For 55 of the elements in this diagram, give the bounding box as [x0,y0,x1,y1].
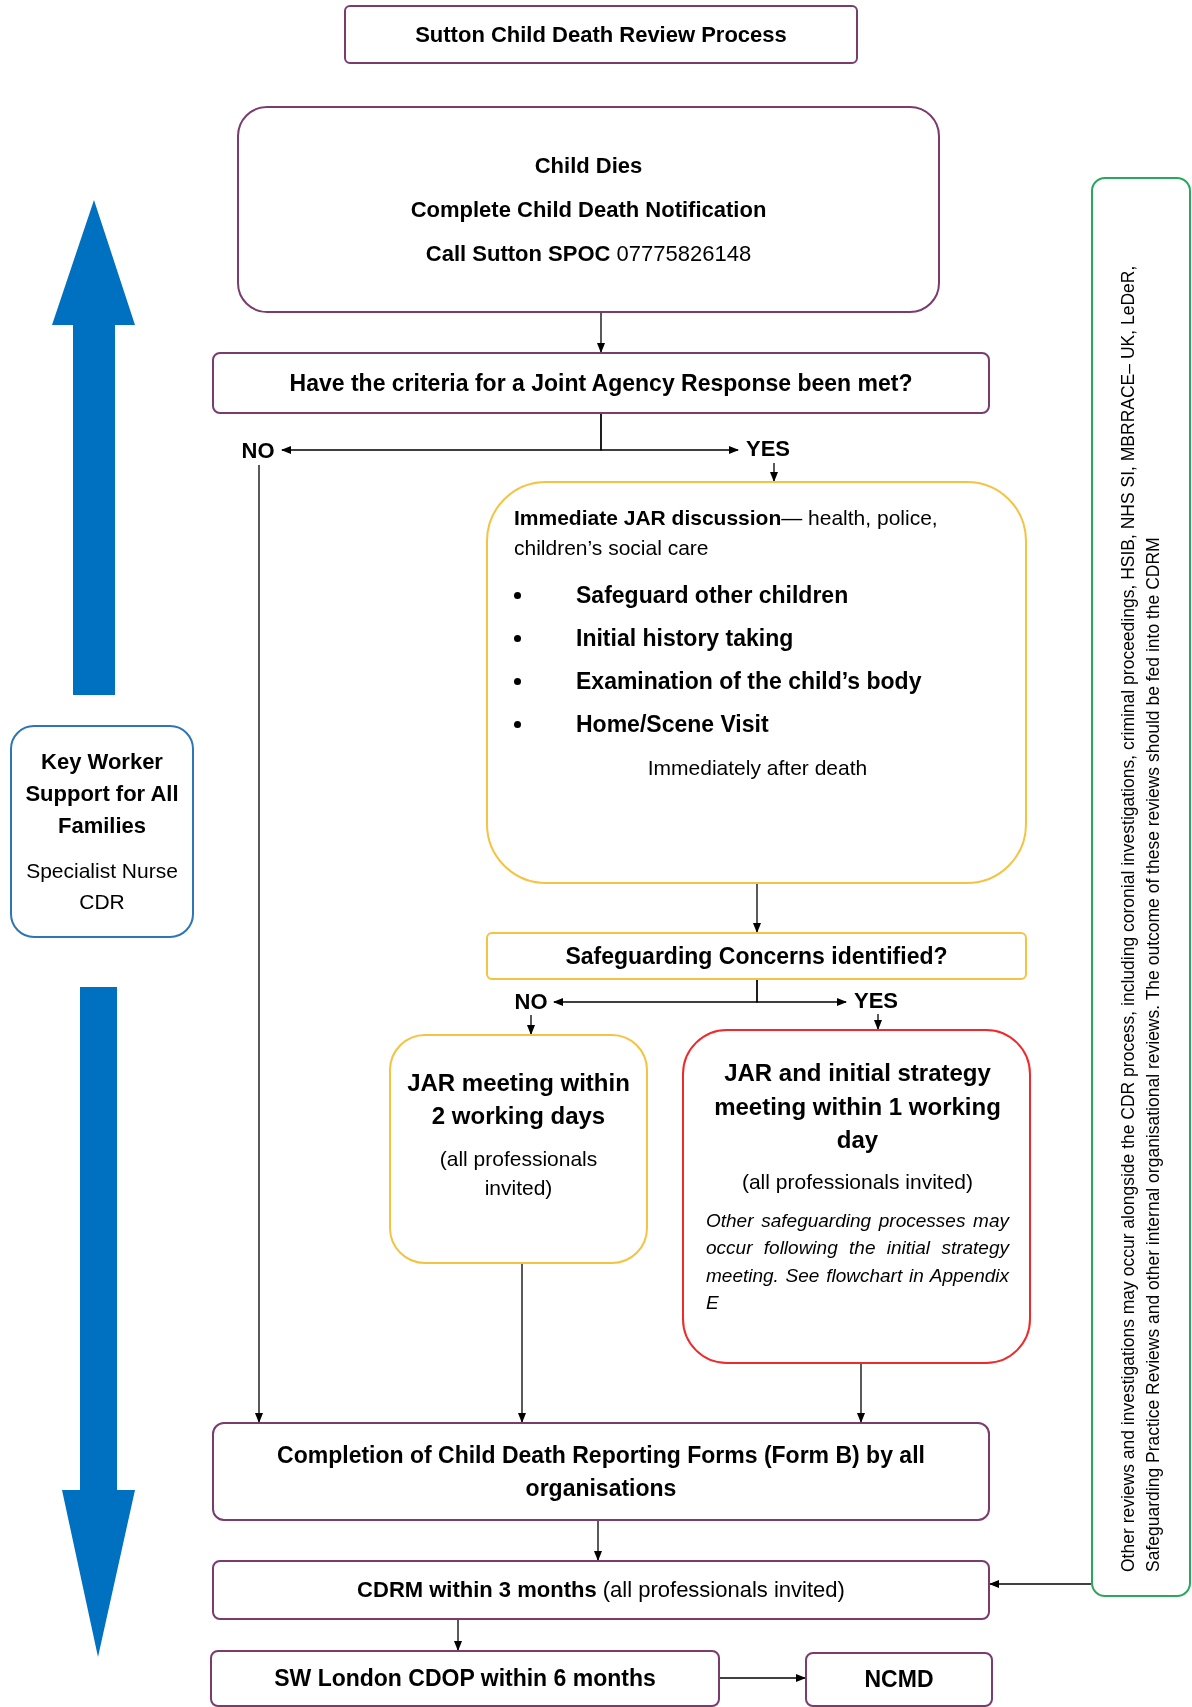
process-box [389,1034,648,1264]
arrow [254,464,264,1424]
decision-box [486,932,1027,980]
branch-label: YES [854,988,898,1014]
box-text: Call Sutton SPOC 07775826148 [425,240,752,267]
process-box [212,1422,990,1521]
note-box [1091,177,1191,1597]
process-box [805,1652,993,1707]
arrow [596,312,606,354]
process-box [237,106,940,313]
box-text: (all professionals invited) [438,1145,599,1202]
box-heading: NCMD [864,1665,934,1695]
box-heading: Have the criteria for a Joint Agency Response been met? [289,368,913,398]
branch-label: NO [514,989,548,1015]
arrow [453,1619,463,1652]
arrow [769,462,779,483]
box-text: Immediately after death [647,755,868,780]
arrow [756,979,848,1007]
box-heading: JAR and initial strategy meeting within 1 working day [713,1058,1002,1156]
process-box [682,1029,1031,1364]
arrow [526,1014,536,1036]
bullet-text: Home/Scene Visit [576,710,769,738]
box-text: Specialist Nurse CDR [25,858,179,915]
box-text: (all professionals invited) [741,1169,974,1194]
arrow [600,413,740,455]
box-text: Complete Child Death Notification [410,196,767,223]
arrow [856,1363,866,1424]
box-heading: Sutton Child Death Review Process [415,21,787,48]
arrow [593,1520,603,1562]
arrow [719,1673,807,1683]
arrow [517,1263,527,1424]
info-box [10,725,194,938]
arrow [988,1579,1092,1589]
branch-label: YES [746,436,790,462]
box-heading: SW London CDOP within 6 months [274,1664,656,1694]
arrow [752,883,762,934]
process-box [210,1650,720,1707]
box-heading: JAR meeting within 2 working days [406,1067,631,1132]
arrow [873,1013,883,1031]
box-heading: Key Worker Support for All Families [24,747,180,840]
box-heading: Immediate JAR discussion— health, police, children’s social care [514,505,939,562]
process-box [212,352,990,414]
box-text: Other safeguarding processes may occur following the initial strategy meeting. See flowchart in Appendix E [706,1208,1009,1316]
process-box [212,1560,990,1620]
box-heading: CDRM within 3 months (all professionals invited) [357,1577,845,1603]
bullet-text: Initial history taking [576,624,794,652]
box-heading: Safeguarding Concerns identified? [565,942,948,970]
bullet-text: Examination of the child’s body [576,667,922,695]
title-box [344,5,858,64]
note-text: Other reviews and investigations may occur alongside the CDR process, including coronial investigations, criminal proceedings, HSIB, NHS SI, MBRRACE– UK, LeDeR, Safeguarding Practice Reviews and other internal organisational reviews. The outcome of these reviews should be fed into the CDRM [1116,264,1164,1572]
box-heading: Completion of Child Death Reporting Forms (Form B) by all organisations [276,1441,926,1503]
bullet-text: Safeguard other children [576,581,849,609]
branch-label: NO [241,438,275,464]
box-heading: Child Dies [534,152,643,179]
process-box [486,481,1027,884]
